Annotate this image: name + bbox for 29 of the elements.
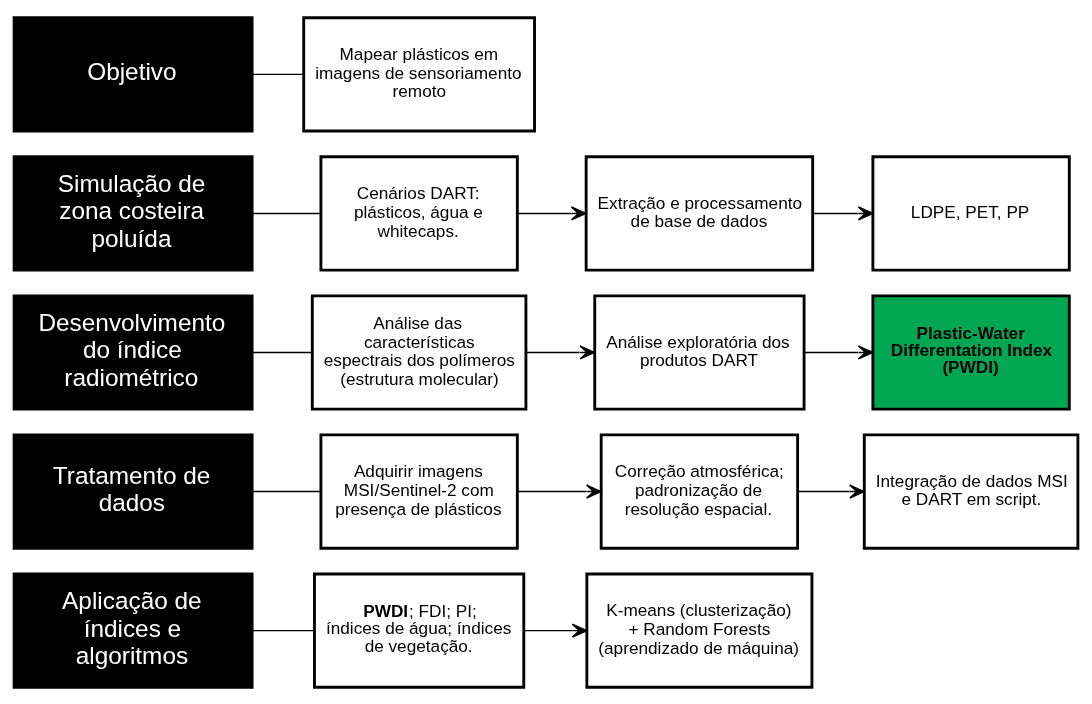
arrow (516, 205, 587, 221)
node-box: PWDI; FDI; PI; índices de água; índices de vegetação. (313, 572, 526, 689)
node-box: Cenários DART: plásticos, água e whitecaps. (319, 154, 519, 271)
connector (251, 212, 322, 214)
node-box: Simulação de zona costeira poluída (12, 154, 254, 271)
connector (251, 351, 313, 353)
node-box: Plastic-Water Differentation Index (PWDI) (871, 293, 1071, 411)
node-box: Objetivo (12, 15, 254, 132)
node-box: Mapear plásticos em imagens de sensoriamento remoto (302, 15, 536, 132)
connector (251, 629, 316, 631)
node-box: Aplicação de índices e algoritmos (12, 572, 254, 689)
node-box: Integração de dados MSI e DART em script. (862, 433, 1080, 550)
arrow (812, 205, 874, 221)
connector (251, 490, 322, 492)
node-box: Tratamento de dados (12, 433, 254, 550)
node-box: LDPE, PET, PP (871, 154, 1071, 271)
arrow (803, 344, 874, 360)
arrow (523, 622, 588, 638)
arrow (797, 483, 865, 499)
node-box: Correção atmosférica; padronização de resolução espacial. (599, 433, 800, 550)
arrow (525, 344, 596, 360)
node-box: Adquirir imagens MSI/Sentinel-2 com presença de plásticos (319, 433, 519, 550)
connector (251, 73, 305, 75)
node-box: Análise exploratória dos produtos DART (593, 293, 806, 411)
node-box: Análise das características espectrais dos polímeros (estrutura molecular) (310, 293, 528, 411)
arrow (516, 483, 602, 499)
node-box: Extração e processamento de base de dados (584, 154, 815, 271)
node-box: K-means (clusterização) + Random Forests (aprendizado de máquina) (585, 572, 814, 689)
node-box: Desenvolvimento do índice radiométrico (12, 293, 254, 411)
